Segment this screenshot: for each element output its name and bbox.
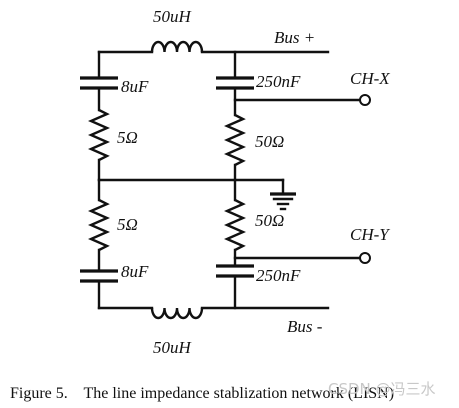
port-ch-x[interactable] (359, 94, 371, 106)
label-bus-minus: Bus - (287, 317, 323, 336)
top-rail (97, 50, 330, 80)
label-bus-plus: Bus + (274, 28, 315, 47)
resistor-left-top (88, 108, 110, 162)
inductor-top (150, 40, 204, 53)
label-inductor-bottom: 50uH (153, 338, 193, 357)
capacitor-left-bottom (80, 269, 118, 283)
label-inductor-top: 50uH (153, 7, 193, 26)
ground-symbol (270, 192, 296, 211)
capacitor-left-top (80, 76, 118, 90)
resistor-left-bottom (88, 198, 110, 252)
label-res-right-top: 50Ω (255, 132, 284, 151)
label-cap-left-bottom: 8uF (121, 262, 149, 281)
resistor-right-bottom (224, 198, 246, 252)
label-port-y: CH-Y (350, 225, 390, 244)
label-cap-left-top: 8uF (121, 77, 149, 96)
label-port-x: CH-X (350, 69, 390, 88)
capacitor-right-bottom (216, 264, 254, 278)
capacitor-right-top (216, 76, 254, 90)
label-res-left-top: 5Ω (117, 128, 138, 147)
label-cap-right-bottom: 250nF (256, 266, 301, 285)
watermark: CSDN @冯三水 (328, 380, 436, 398)
label-cap-right-top: 250nF (256, 72, 301, 91)
label-res-right-bottom: 50Ω (255, 211, 284, 230)
figure-caption: Figure 5. The line impedance stablizatio… (10, 385, 394, 402)
label-res-left-bottom: 5Ω (117, 215, 138, 234)
resistor-right-top (224, 113, 246, 167)
inductor-bottom (150, 307, 204, 320)
port-ch-y[interactable] (359, 252, 371, 264)
